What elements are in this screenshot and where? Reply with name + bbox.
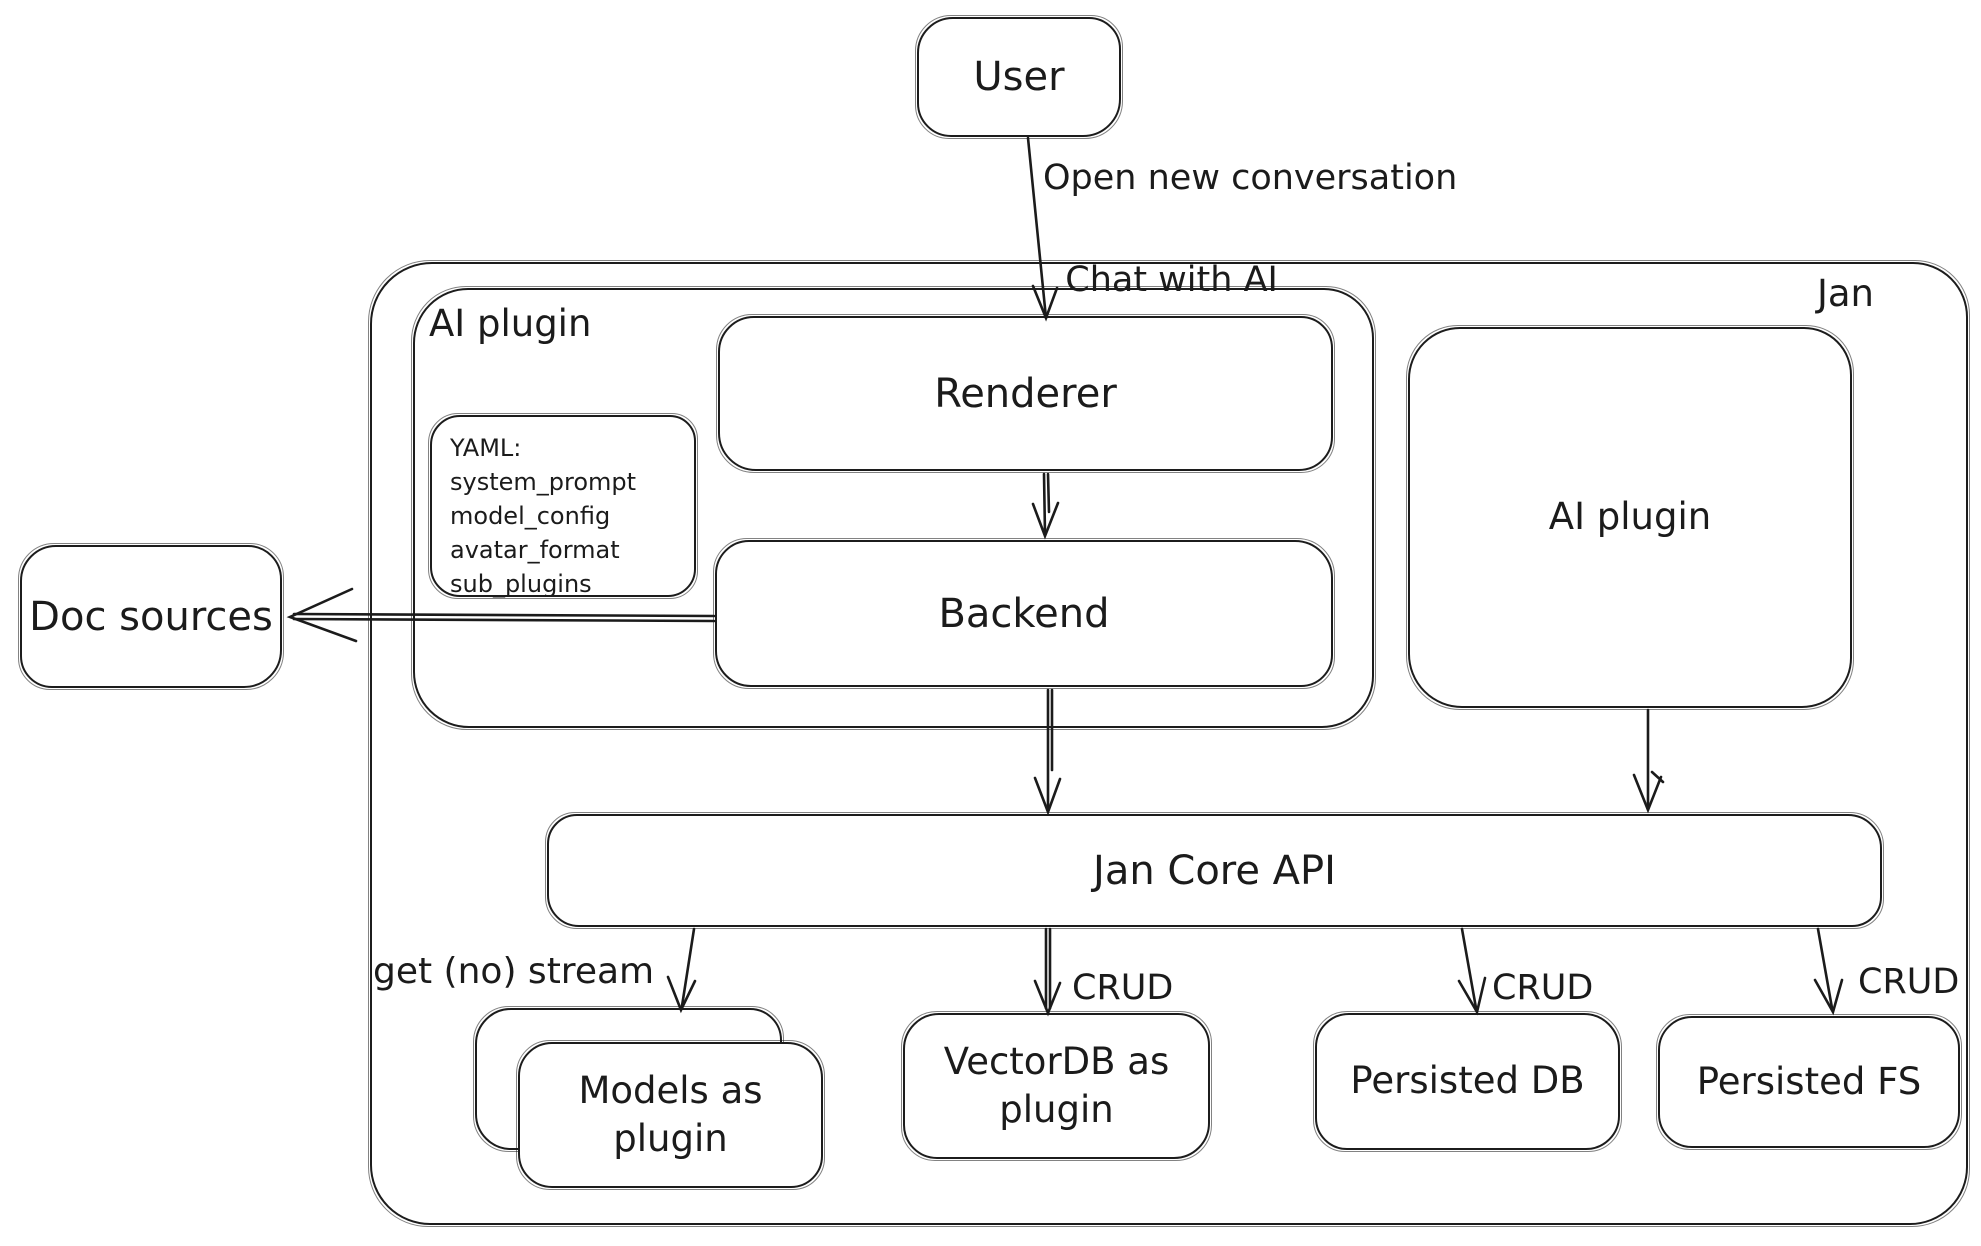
yaml-note: YAML: system_prompt model_config avatar_… xyxy=(428,413,698,599)
persisted-db-node: Persisted DB xyxy=(1313,1011,1622,1152)
ai-plugin-container-label: AI plugin xyxy=(429,302,592,345)
renderer-label: Renderer xyxy=(934,370,1117,417)
edge-label-crud-persisted-fs: CRUD xyxy=(1858,962,1960,1002)
user-node: User xyxy=(915,15,1123,139)
edge-label-get-no-stream: get (no) stream xyxy=(373,951,655,992)
doc-sources-node: Doc sources xyxy=(18,543,284,690)
jan-label: Jan xyxy=(1816,272,1874,315)
vectordb-as-plugin-node: VectorDB as plugin xyxy=(901,1011,1212,1161)
edge-label-crud-vectordb: CRUD xyxy=(1072,968,1174,1008)
backend-node: Backend xyxy=(713,538,1335,689)
yaml-note-text: YAML: system_prompt model_config avatar_… xyxy=(450,434,637,598)
ai-plugin-right-label: AI plugin xyxy=(1548,495,1712,539)
doc-sources-label: Doc sources xyxy=(29,593,273,640)
persisted-fs-label: Persisted FS xyxy=(1696,1059,1922,1103)
models-as-plugin-label: Models as plugin xyxy=(578,1068,763,1160)
persisted-fs-node: Persisted FS xyxy=(1656,1014,1962,1150)
backend-label: Backend xyxy=(938,590,1110,637)
jan-core-api-label: Jan Core API xyxy=(1093,847,1336,894)
jan-core-api-node: Jan Core API xyxy=(545,812,1884,929)
vectordb-as-plugin-label: VectorDB as plugin xyxy=(943,1039,1170,1131)
edge-label-user-flow: Open new conversation Chat with AI xyxy=(1043,158,1458,300)
persisted-db-label: Persisted DB xyxy=(1350,1059,1585,1103)
renderer-node: Renderer xyxy=(716,314,1335,473)
user-label: User xyxy=(973,54,1065,100)
edge-label-crud-persisted-db: CRUD xyxy=(1492,968,1594,1008)
models-as-plugin-node: Models as plugin xyxy=(516,1040,825,1190)
ai-plugin-right-node: AI plugin xyxy=(1406,325,1854,710)
